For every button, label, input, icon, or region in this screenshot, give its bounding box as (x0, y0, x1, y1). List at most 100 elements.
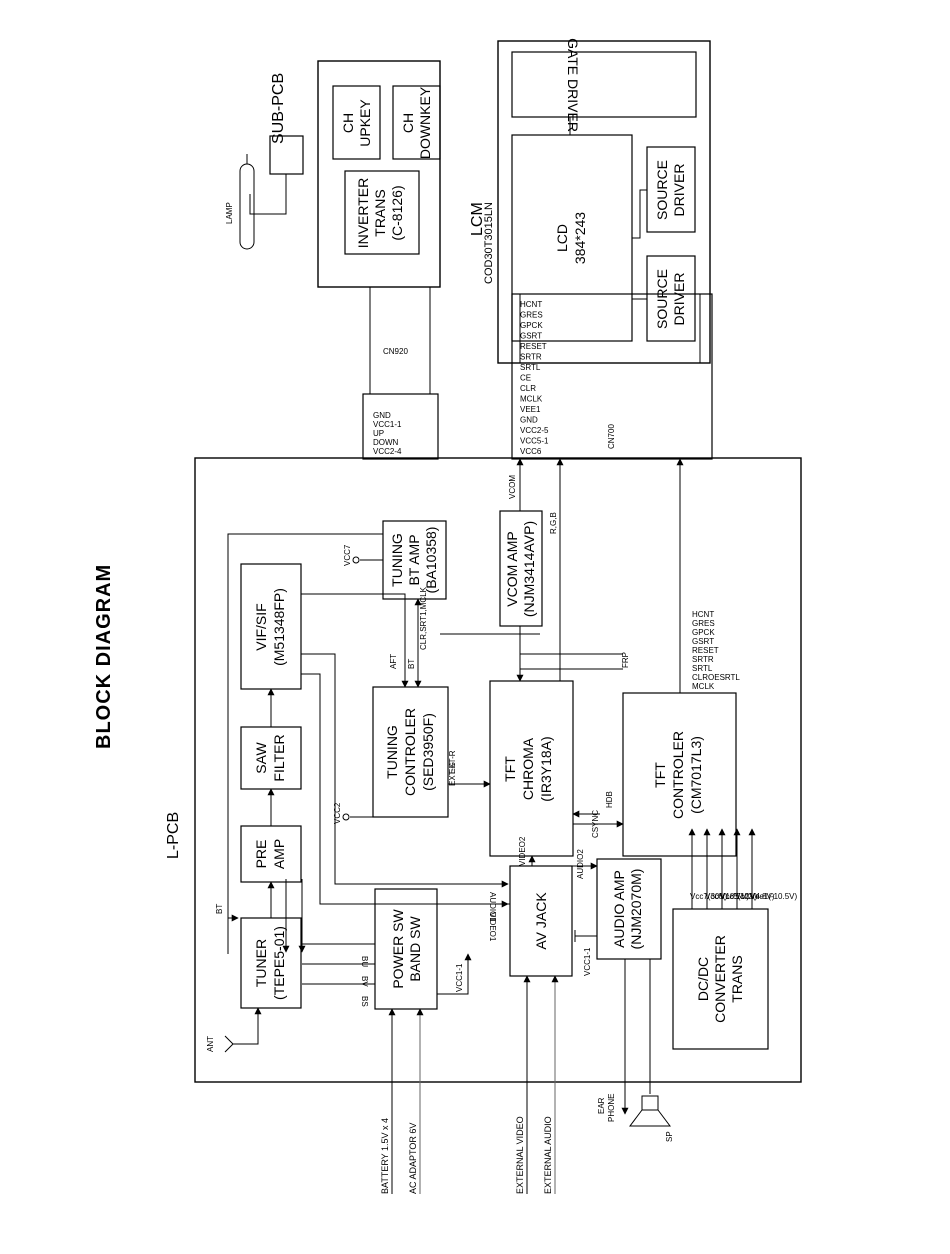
ac-input-label: AC ADAPTOR 6V (408, 1123, 418, 1194)
audio-amp-label-2: (NJM2070M) (628, 869, 644, 950)
ext-r-label: EXT-R (448, 750, 457, 774)
tft-ctrl-signal-5: GSRT (692, 637, 714, 646)
source-driver-1-label-2: DRIVER (671, 164, 687, 217)
csync-label: CSYNC (591, 810, 600, 838)
tuning-ctrl-label-1: TUNING (384, 725, 400, 779)
tft-chroma-label-3: (IR3Y18A) (538, 736, 554, 801)
frp-label: FRP (621, 652, 630, 668)
tuning-bt-label-1: TUNING (389, 533, 405, 587)
cn700-pin-9: SRTR (520, 353, 542, 362)
cn700-pin-1: VCC5-1 (520, 437, 549, 446)
tft-chroma-label-2: CHROMA (520, 737, 536, 800)
tuning-controller-block (372, 686, 449, 818)
vif-label-1: VIF/SIF (253, 603, 269, 650)
tuning-bt-label-2: BT AMP (406, 534, 422, 585)
cn700-pin-8: SRTL (520, 363, 541, 372)
av-jack-label: AV JACK (533, 892, 549, 950)
vcom-amp-label-1: VCOM AMP (504, 531, 520, 606)
inverter-label-1: INVERTER (355, 178, 371, 249)
cn700-pin-2: VCC2-5 (520, 426, 549, 435)
dcdc-output-label-2: Vcc5(12V) (720, 892, 758, 901)
dcdc-label-1: DC/DC (695, 957, 711, 1001)
tft-ctrl-signal-3: SRTR (692, 655, 714, 664)
subpcb-board (317, 60, 441, 288)
cn700-connector (511, 293, 713, 460)
vcom-amp-block (499, 510, 543, 627)
tft-ctrl-signal-4: RESET (692, 646, 719, 655)
source-driver-2-label-1: SOURCE (654, 269, 670, 329)
speaker-icon (629, 1095, 671, 1127)
tuner-label-2: (TEPE5-01) (271, 926, 287, 1000)
lcm-board (497, 40, 711, 364)
hdb-label: HDB (605, 791, 614, 808)
ch-upkey-block (332, 85, 381, 160)
audio1-label: AUDIO1 (488, 892, 497, 922)
dcdc-label-2: CONVERTER (712, 935, 728, 1023)
dcdc-output-list: Vcc7(30V)Vcc6(18.5V)Vcc5(12V)Vcc2(4.8V)V… (688, 828, 797, 909)
cn700-pin-7: CE (520, 374, 531, 383)
cn700-pin-5: MCLK (520, 395, 543, 404)
subpcb-label: SUB-PCB (270, 73, 287, 144)
cn920-pin-2: UP (373, 429, 384, 438)
earphone-label-2: PHONE (607, 1094, 616, 1122)
clr-bus-label: CLR,SRT1,MCLK (419, 586, 428, 650)
dcdc-output-label-3: Vcc2(4.8V) (735, 892, 775, 901)
power-label-1: POWER SW (390, 909, 406, 989)
lcm-label: LCM (469, 202, 486, 236)
vif-label-2: (M51348FP) (271, 588, 287, 666)
source-driver-2-label-2: DRIVER (671, 273, 687, 326)
dcdc-output-label-4: Vee1(-10.5V) (750, 892, 797, 901)
tuning-bt-label-3: (BA10358) (423, 527, 439, 594)
lcd-label-2: 384*243 (572, 212, 588, 264)
cn920-pin-4: GND (373, 411, 391, 420)
audio2-label: AUDIO2 (576, 849, 585, 879)
dcdc-label-3: TRANS (729, 955, 745, 1002)
tft-ctrl-signal-8: HCNT (692, 610, 714, 619)
cn920-pin-0: VCC2-4 (373, 447, 402, 456)
dcdc-output-label-1: Vcc6(18.5V) (705, 892, 749, 901)
ant-label: ANT (206, 1036, 215, 1052)
cn700-pin-0: VCC6 (520, 447, 542, 456)
tft-ctrl-label-2: CONTROLER (670, 731, 686, 819)
tuning-ctrl-label-3: (SED3950F) (420, 713, 436, 791)
vcc7-label: VCC7 (343, 544, 352, 566)
vcom-amp-label-2: (NJM3414AVP) (521, 521, 537, 617)
source-driver-1-label-1: SOURCE (654, 160, 670, 220)
bu-label: BU (360, 956, 369, 967)
gate-driver-label: GATE DRIVER (565, 38, 581, 132)
lcm-model-label: COD30T3015LN (483, 202, 495, 284)
inverter-label-2: TRANS (372, 189, 388, 236)
page-title: BLOCK DIAGRAM (93, 564, 115, 749)
saw-label-2: FILTER (271, 734, 287, 781)
lcd-label-1: LCD (554, 224, 570, 252)
lpcb-board (194, 457, 802, 1083)
cn700-pin-4: VEE1 (520, 405, 541, 414)
video1-label: VIDEO1 (488, 912, 497, 942)
vcom-label: VCOM (508, 475, 517, 499)
av-jack-block (509, 865, 573, 977)
tft-ctrl-label-1: TFT (652, 762, 668, 788)
ch-up-label-1: CH (340, 113, 356, 133)
earphone-label-1: EAR (597, 1097, 606, 1114)
cn920-connector (362, 393, 439, 460)
lamp-label: LAMP (225, 202, 234, 224)
bt-signal-label: BT (215, 904, 224, 914)
sp-label: SP (665, 1131, 674, 1142)
preamp-label-1: PRE (253, 840, 269, 869)
dcdc-converter-block (672, 908, 769, 1050)
audio-amp-label-1: AUDIO AMP (611, 870, 627, 948)
battery-input-label: BATTERY 1.5V x 4 (380, 1118, 390, 1194)
power-label-2: BAND SW (407, 916, 423, 982)
tft-ctrl-signal-7: GRES (692, 619, 715, 628)
vcc11-audio-label: VCC1-1 (583, 947, 592, 976)
vcc2-label: VCC2 (333, 802, 342, 824)
cn700-pin-12: GPCK (520, 321, 543, 330)
ch-down-label-1: CH (400, 113, 416, 133)
cn700-pin-13: GRES (520, 311, 543, 320)
cn700-pin-3: GND (520, 416, 538, 425)
cn700-pin-14: HCNT (520, 300, 542, 309)
bs-label: BS (360, 996, 369, 1007)
tft-chroma-label-1: TFT (502, 756, 518, 782)
